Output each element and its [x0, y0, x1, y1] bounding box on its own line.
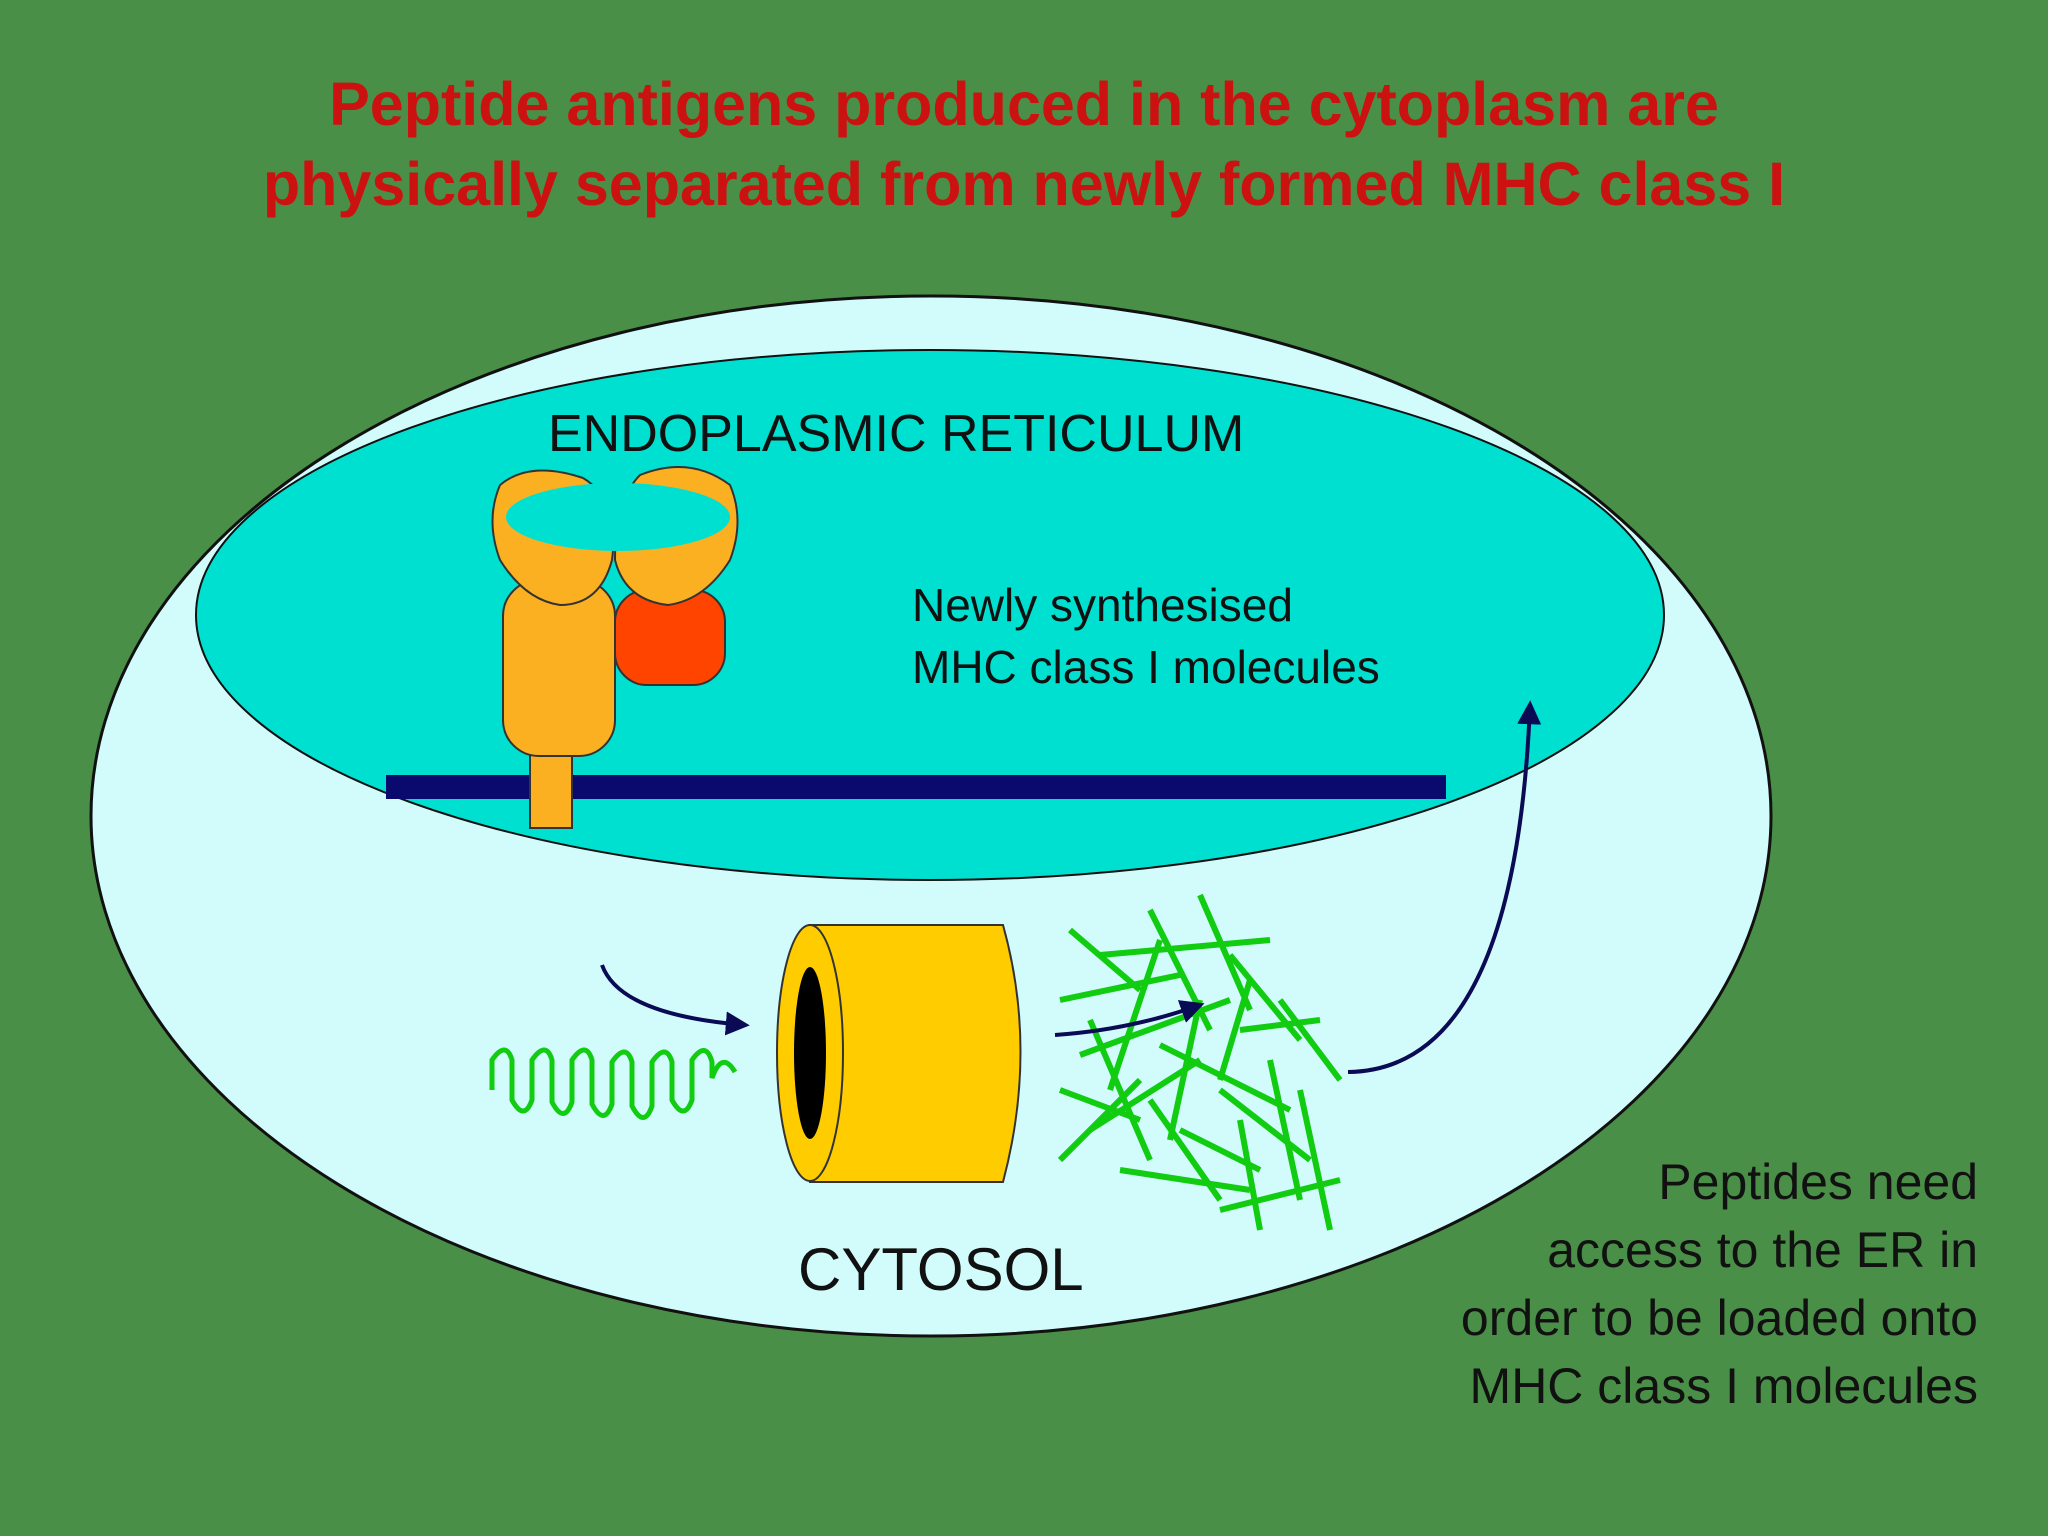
- title-line-1: Peptide antigens produced in the cytopla…: [329, 70, 1719, 138]
- proteasome: [776, 924, 1022, 1183]
- peptide-fragments: [1057, 893, 1343, 1231]
- mhc-label-line-1: Newly synthesised: [912, 579, 1293, 631]
- mhc-label-line-2: MHC class I molecules: [912, 641, 1380, 693]
- cytosol-label: CYTOSOL: [798, 1236, 1084, 1303]
- unfolded-protein: [489, 1047, 738, 1120]
- mhc-class-i-molecule: [491, 466, 739, 829]
- peptide-access-note: Peptides need access to the ER in order …: [1461, 1148, 1978, 1420]
- mhc-transmembrane-tail: [529, 751, 573, 829]
- title-line-2: physically separated from newly formed M…: [262, 150, 1786, 218]
- arrow-protein-to-proteasome: [600, 964, 750, 1036]
- proteasome-opening: [794, 967, 826, 1139]
- mhc-label: Newly synthesised MHC class I molecules: [912, 574, 1380, 698]
- slide-title: Peptide antigens produced in the cytopla…: [0, 64, 2048, 224]
- arrow-proteasome-to-peptides: [1054, 1000, 1205, 1037]
- er-label: ENDOPLASMIC RETICULUM: [548, 405, 1245, 463]
- note-line-3: order to be loaded onto: [1460, 1290, 1978, 1346]
- mhc-alpha3-domain: [502, 579, 616, 757]
- peptide-binding-groove: [506, 483, 730, 551]
- note-line-1: Peptides need: [1658, 1154, 1978, 1210]
- arrow-peptides-to-er: [1347, 700, 1542, 1074]
- note-line-2: access to the ER in: [1547, 1222, 1978, 1278]
- note-line-4: MHC class I molecules: [1469, 1358, 1978, 1414]
